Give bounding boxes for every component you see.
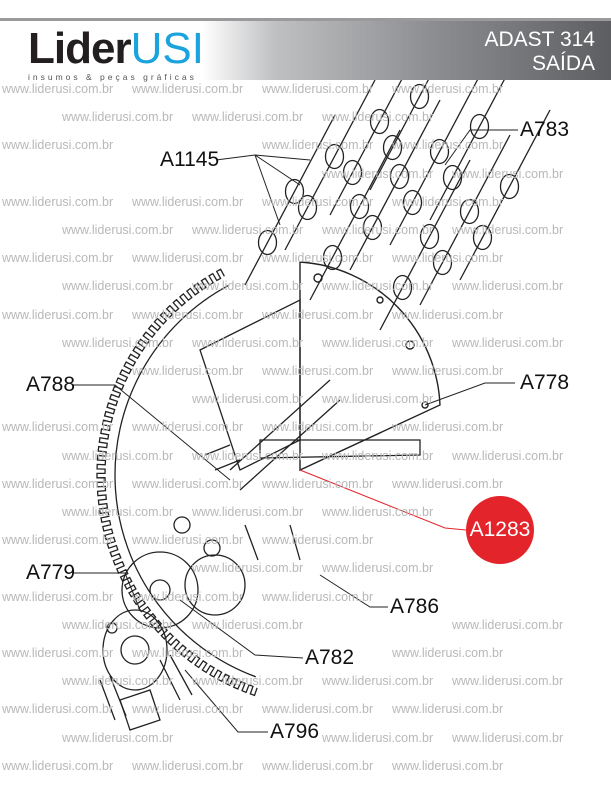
part-label-a778[interactable]: A778 bbox=[520, 371, 570, 394]
roller-ring bbox=[349, 193, 370, 220]
shaft-rod bbox=[459, 109, 551, 281]
logo-text: Lider bbox=[28, 24, 132, 73]
roller-ring bbox=[342, 159, 363, 186]
roller-ring bbox=[459, 198, 480, 225]
machine-model: ADAST 314 bbox=[484, 28, 595, 51]
roller-ring bbox=[392, 274, 413, 301]
gear-teeth bbox=[96, 268, 258, 697]
part-label-a782[interactable]: A782 bbox=[305, 646, 355, 669]
header-banner: LiderUSI insumos & peças gráficas ADAST … bbox=[0, 18, 611, 83]
part-badge-a1283-highlighted[interactable]: A1283 bbox=[466, 496, 534, 564]
roller-ring bbox=[499, 173, 520, 200]
shaft-rod bbox=[244, 114, 336, 286]
part-label-a779[interactable]: A779 bbox=[26, 561, 76, 584]
part-label-a796[interactable]: A796 bbox=[270, 720, 320, 743]
roller-ring bbox=[382, 134, 403, 161]
roller-ring bbox=[402, 189, 423, 216]
roller-ring bbox=[419, 223, 440, 250]
roller-ring bbox=[284, 178, 305, 205]
roller-ring bbox=[469, 113, 490, 140]
shaft-rod bbox=[389, 74, 481, 246]
roller-ring bbox=[324, 143, 345, 170]
roller-ring bbox=[362, 214, 383, 241]
large-gear bbox=[96, 268, 258, 697]
roller-ring bbox=[322, 244, 343, 271]
logo-accent: USI bbox=[130, 24, 204, 73]
part-label-a1145[interactable]: A1145 bbox=[160, 148, 220, 171]
leader-lines bbox=[72, 129, 518, 733]
roller-ring bbox=[432, 249, 453, 276]
mechanism-parts bbox=[99, 298, 421, 731]
part-label-a783[interactable]: A783 bbox=[520, 118, 570, 141]
roller-ring bbox=[409, 83, 430, 110]
roller-ring bbox=[257, 229, 278, 256]
shaft-rod bbox=[419, 134, 511, 306]
section-name: SAÍDA bbox=[531, 52, 595, 75]
shaft-rod bbox=[379, 159, 471, 331]
roller-ring bbox=[369, 108, 390, 135]
roller-ring bbox=[389, 163, 410, 190]
shaft-rod bbox=[349, 99, 441, 271]
logo-tagline: insumos & peças gráficas bbox=[28, 72, 197, 82]
part-label-a788[interactable]: A788 bbox=[26, 373, 76, 396]
part-label-a786[interactable]: A786 bbox=[390, 595, 440, 618]
shaft-rod bbox=[284, 79, 376, 251]
roller-ring bbox=[442, 164, 463, 191]
roller-ring bbox=[429, 138, 450, 165]
highlight-leader-line bbox=[299, 469, 467, 531]
liderusi-logo: LiderUSI insumos & peças gráficas bbox=[28, 24, 204, 83]
gear-rim bbox=[114, 284, 257, 678]
semicircle-plate bbox=[299, 261, 441, 472]
shaft-rod bbox=[309, 129, 401, 301]
roller-ring bbox=[297, 194, 318, 221]
roller-ring bbox=[472, 224, 493, 251]
page-title: ADAST 314 SAÍDA bbox=[484, 28, 595, 76]
part-label-a1283: A1283 bbox=[469, 518, 531, 541]
